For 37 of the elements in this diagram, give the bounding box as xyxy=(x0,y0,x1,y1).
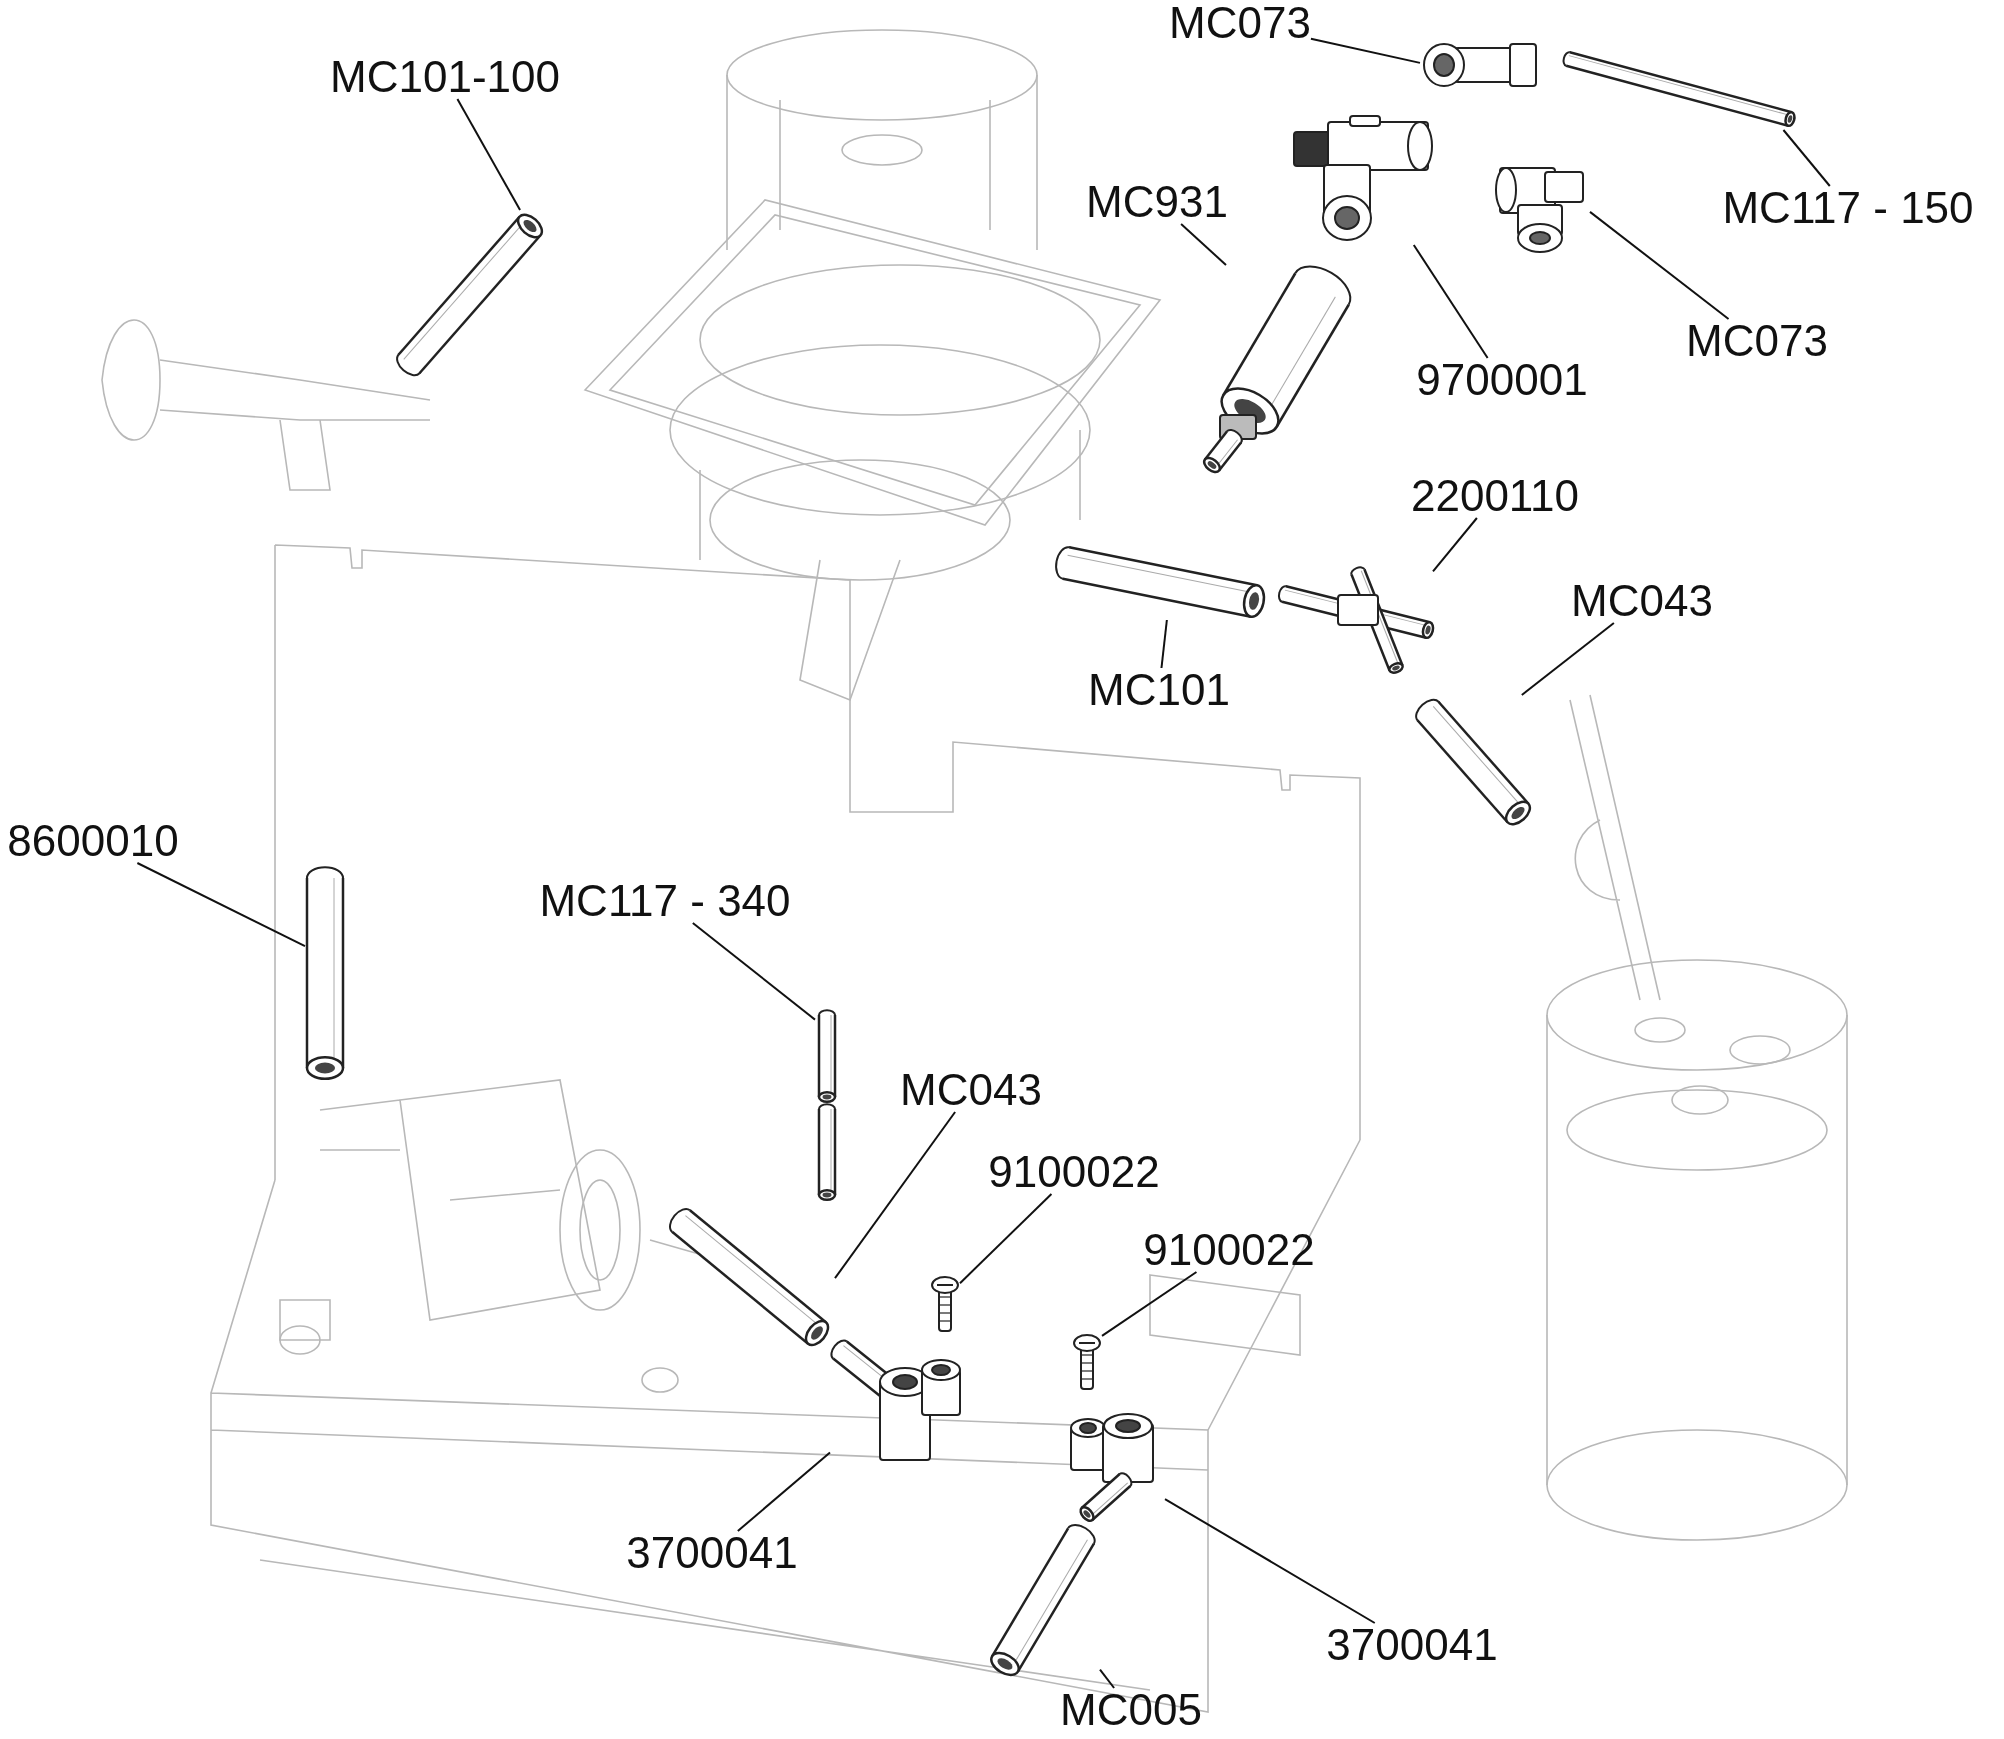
part-number-label: MC117 - 340 xyxy=(539,879,791,923)
leader-line xyxy=(1099,1668,1116,1689)
part-number-label: MC073 xyxy=(1686,319,1828,363)
part-number-label: 8600010 xyxy=(7,819,179,863)
part-number-label: MC043 xyxy=(1571,579,1713,623)
part-number-label: 3700041 xyxy=(1326,1623,1498,1667)
leader-line xyxy=(1309,37,1421,64)
leader-line xyxy=(1432,517,1478,573)
leader-line xyxy=(736,1451,831,1532)
part-number-label: MC931 xyxy=(1086,180,1228,224)
part-number-label: MC101 xyxy=(1088,668,1230,712)
leader-line xyxy=(834,1111,957,1280)
part-number-label: 9100022 xyxy=(988,1150,1160,1194)
part-number-label: MC005 xyxy=(1060,1688,1202,1732)
leader-line xyxy=(1412,244,1489,359)
part-number-label: MC117 - 150 xyxy=(1722,186,1974,230)
leader-line xyxy=(1520,622,1615,696)
leader-line xyxy=(136,862,306,948)
screw-drawing xyxy=(1072,1333,1102,1388)
leader-line xyxy=(456,98,522,211)
leader-line xyxy=(1164,1498,1376,1624)
screw-drawing xyxy=(930,1275,960,1335)
leader-line xyxy=(1160,619,1168,669)
part-number-label: 3700041 xyxy=(626,1531,798,1575)
part-number-label: 2200110 xyxy=(1411,474,1579,518)
part-number-label: MC043 xyxy=(900,1068,1042,1112)
part-number-label: 9700001 xyxy=(1416,358,1588,402)
leader-line xyxy=(1782,129,1831,187)
leader-line xyxy=(1180,223,1227,266)
part-number-label: MC073 xyxy=(1169,1,1311,45)
part-number-label: 9100022 xyxy=(1143,1228,1315,1272)
leader-line xyxy=(1589,210,1730,320)
leader-line xyxy=(691,922,816,1021)
part-number-label: MC101-100 xyxy=(330,55,560,99)
leader-line xyxy=(959,1193,1053,1285)
leader-line xyxy=(1101,1271,1198,1337)
elbow-fitting-drawing xyxy=(1420,40,1540,90)
